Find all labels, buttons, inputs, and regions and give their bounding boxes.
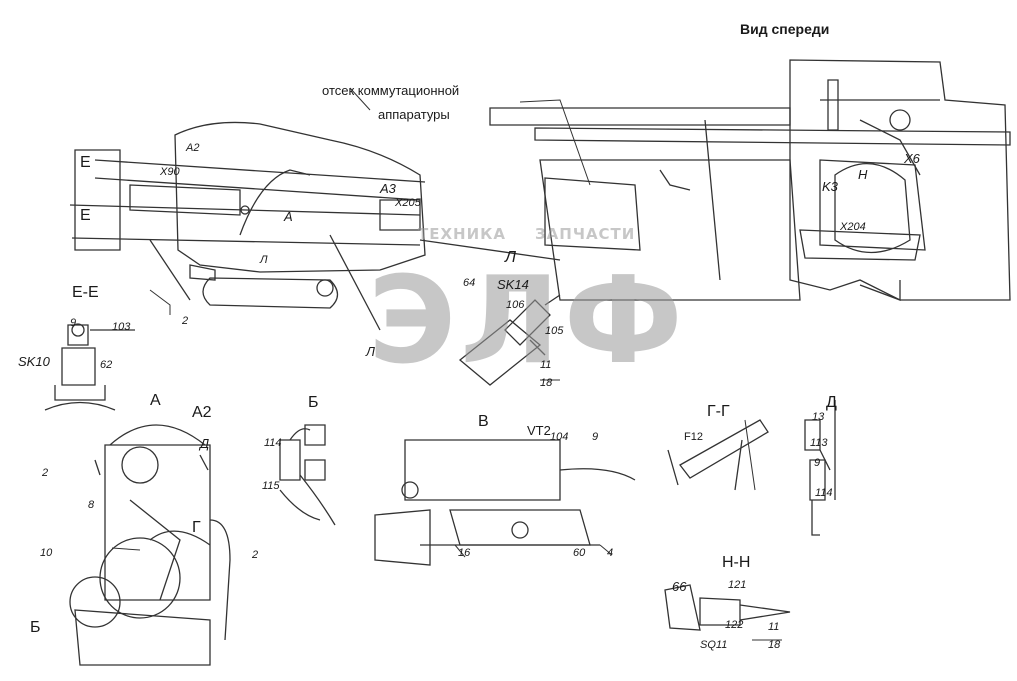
callout-label: 4	[607, 547, 614, 559]
designator-f12: F12	[684, 431, 703, 443]
callout-label: 10	[40, 547, 53, 559]
callout-label: 11	[768, 621, 780, 633]
callout-label: 62	[100, 359, 113, 371]
view-label-a: А	[150, 392, 161, 409]
marker-label: Е	[80, 154, 91, 171]
callout-label: 114	[815, 487, 833, 499]
callout-label: 60	[573, 547, 586, 559]
section-v-part	[374, 439, 636, 566]
view-label-v: В	[478, 413, 489, 430]
callout-label: 16	[458, 547, 471, 559]
callout-label: 66	[672, 579, 687, 594]
designator-x90: X90	[160, 166, 180, 178]
compartment-label-line1: отсек коммутационной	[322, 83, 460, 98]
callout-label: 11	[540, 359, 552, 371]
section-ee-part	[44, 323, 135, 411]
drawing-title: Вид спереди	[740, 21, 830, 37]
view-label-b: Б	[308, 394, 319, 411]
marker-label: Н	[858, 167, 868, 182]
callout-label: 121	[728, 579, 747, 591]
section-d-part	[804, 400, 836, 536]
callout-label: 104	[550, 431, 569, 443]
callout-label: 9	[70, 317, 77, 329]
callout-label: 103	[112, 321, 131, 333]
view-label-gg: Г-Г	[707, 403, 730, 420]
callout-label: 18	[540, 377, 553, 389]
designator-k3: K3	[822, 179, 838, 194]
callout-label: 13	[812, 411, 825, 423]
marker-label: А2	[186, 142, 200, 154]
view-label-d: Д	[826, 394, 837, 411]
callout-label: 9	[814, 457, 821, 469]
callout-label: 18	[768, 639, 781, 651]
compartment-label-line2: аппаратуры	[378, 107, 450, 122]
section-l-sensor	[458, 294, 561, 386]
marker-label: Е	[80, 207, 91, 224]
marker-label: Г	[192, 519, 201, 536]
callout-label: 113	[810, 437, 828, 449]
watermark-right-text: ЗАПЧАСТИ	[535, 225, 636, 243]
designator-x6: X6	[904, 151, 920, 166]
marker-label: А	[284, 209, 293, 224]
designator-sk10: SK10	[18, 354, 50, 369]
section-nn-switch	[664, 584, 791, 631]
callout-label: 114	[264, 437, 282, 449]
callout-label: 105	[545, 325, 564, 337]
designator-sq11: SQ11	[700, 639, 728, 651]
chassis-body-left	[69, 121, 426, 331]
section-gg-fuse	[667, 419, 769, 491]
designator-x205: X205	[395, 197, 421, 209]
section-b-part	[279, 424, 336, 526]
marker-label: Л	[260, 254, 268, 266]
leader-lines	[111, 87, 782, 641]
callout-label: 2	[42, 467, 49, 479]
callout-label: 2	[252, 549, 259, 561]
designator-sk14: SK14	[497, 277, 529, 292]
view-label-l: Л	[505, 249, 516, 266]
callout-label: 8	[88, 499, 95, 511]
designator-vt2: VT2	[527, 423, 551, 438]
marker-label: Л	[366, 344, 375, 359]
view-label-a2: А2	[192, 404, 212, 421]
callout-label: 115	[262, 480, 280, 492]
marker-label: Д	[200, 436, 210, 451]
callout-label: 9	[592, 431, 599, 443]
watermark-left-text: ТЕХНИКА	[418, 225, 507, 243]
watermark-logo: ЭЛФ	[368, 252, 687, 391]
callout-label: 2	[182, 315, 189, 327]
callout-label: 106	[506, 299, 525, 311]
callout-label: 64	[463, 277, 476, 289]
front-assembly-right	[789, 59, 1011, 301]
marker-label: А3	[380, 181, 396, 196]
view-label-nn: Н-Н	[722, 554, 751, 571]
view-label-ee: Е-Е	[72, 284, 99, 301]
callout-label: 122	[725, 619, 744, 631]
marker-label: Б	[30, 619, 41, 636]
designator-x204: X204	[840, 221, 866, 233]
section-a-engine	[69, 424, 231, 666]
